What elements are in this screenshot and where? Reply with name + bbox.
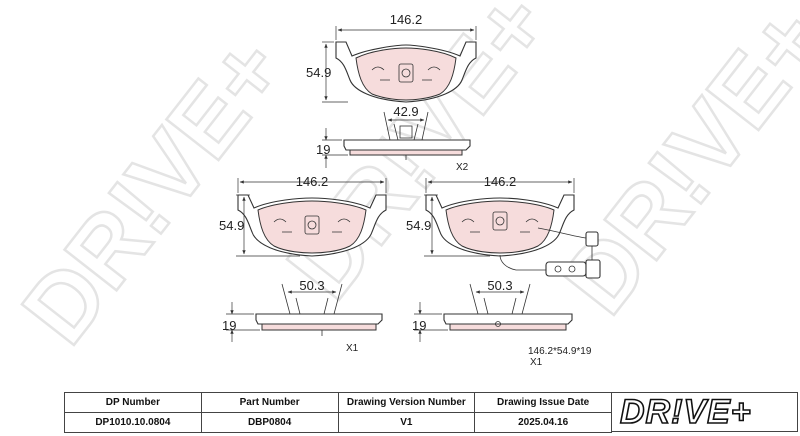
logo-cell <box>612 392 798 432</box>
left-quantity-label: X1 <box>346 343 359 354</box>
left-thickness-label: 19 <box>222 318 236 333</box>
right-summary-label: 146.2*54.9*19 <box>528 346 592 357</box>
title-block-table: DP Number Part Number Drawing Version Nu… <box>64 392 612 433</box>
right-thickness-label: 19 <box>412 318 426 333</box>
header-drawing-version: Drawing Version Number <box>337 392 476 413</box>
top-height-dimension: 54.9 <box>306 41 348 103</box>
title-block-value-row: DP1010.10.0804 DBP0804 V1 2025.04.16 <box>64 412 612 433</box>
value-part-number: DBP0804 <box>200 412 339 433</box>
right-pad-front-view <box>425 194 575 257</box>
title-block-header-row: DP Number Part Number Drawing Version Nu… <box>64 392 612 413</box>
top-width-label: 146.2 <box>390 12 423 27</box>
top-pad-side-view: 42.9 19 X2 <box>316 104 471 173</box>
right-clip-width-label: 50.3 <box>487 278 512 293</box>
watermark-right: DR!VE+ <box>542 0 800 333</box>
watermark-left: DR!VE+ <box>2 18 305 363</box>
right-pad-side-view: 50.3 19 146.2*54.9*19 X1 <box>412 278 592 368</box>
left-pad-side-view: 50.3 19 X1 <box>222 278 383 354</box>
header-dp-number: DP Number <box>64 392 202 413</box>
value-issue-date: 2025.04.16 <box>474 412 612 433</box>
right-width-dimension: 146.2 <box>425 174 575 193</box>
value-dp-number: DP1010.10.0804 <box>64 412 202 433</box>
left-width-dimension: 146.2 <box>237 174 387 193</box>
right-height-label: 54.9 <box>406 218 431 233</box>
top-height-label: 54.9 <box>306 65 331 80</box>
right-height-dimension: 54.9 <box>406 194 490 257</box>
left-pad-front-view <box>237 194 387 257</box>
right-width-label: 146.2 <box>484 174 517 189</box>
header-part-number: Part Number <box>200 392 339 413</box>
top-clip-width-label: 42.9 <box>393 104 418 119</box>
wear-sensor <box>499 227 601 279</box>
left-clip-width-label: 50.3 <box>299 278 324 293</box>
value-drawing-version: V1 <box>337 412 476 433</box>
top-pad-front-view <box>335 41 477 103</box>
top-thickness-label: 19 <box>316 142 330 157</box>
header-issue-date: Drawing Issue Date <box>474 392 612 413</box>
top-width-dimension: 146.2 <box>335 12 477 40</box>
left-height-dimension: 54.9 <box>219 194 300 257</box>
right-quantity-label: X1 <box>530 357 543 368</box>
brand-logo: DR!VE+ <box>619 393 752 431</box>
left-height-label: 54.9 <box>219 218 244 233</box>
top-quantity-label: X2 <box>456 162 469 173</box>
left-width-label: 146.2 <box>296 174 329 189</box>
